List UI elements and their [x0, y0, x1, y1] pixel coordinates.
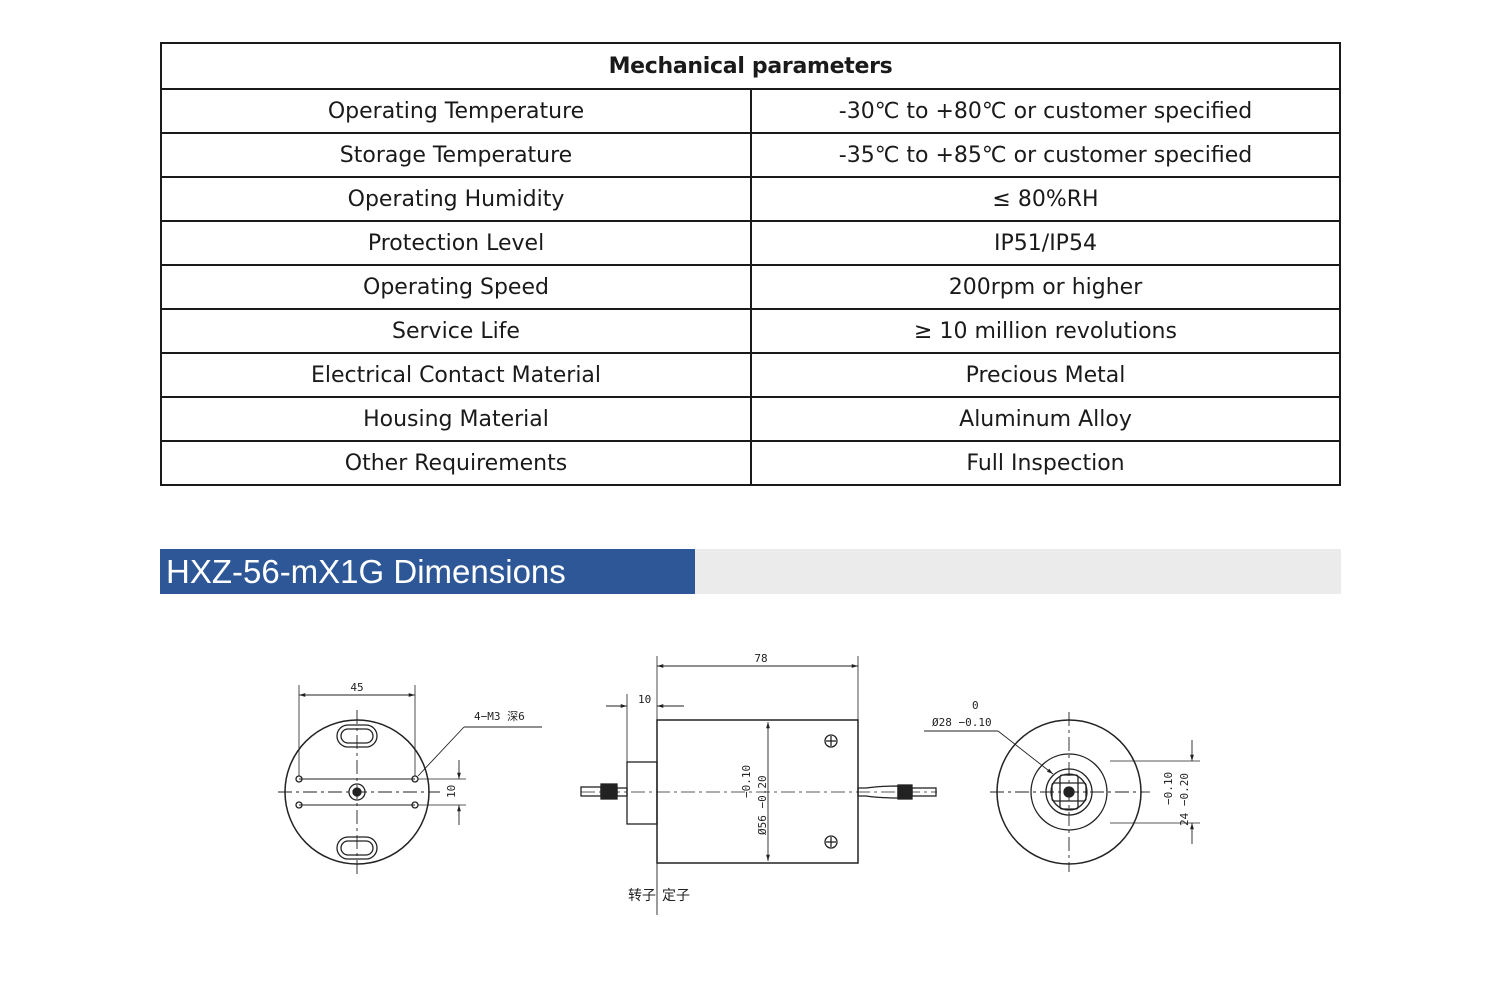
dimension-drawing: 45 4−M3 深6 10 78 10 [278, 652, 1200, 915]
row-value: -35℃ to +85℃ or customer specified [750, 132, 1341, 178]
right-diameter-label: Ø28 −0.10 [932, 716, 992, 729]
table-row: Operating Humidity≤ 80%RH [160, 176, 1341, 222]
row-value: 200rpm or higher [750, 264, 1341, 310]
left-width-label: 45 [350, 681, 363, 694]
row-label: Electrical Contact Material [160, 352, 752, 398]
side-diameter-label: Ø56 −0.20 [756, 775, 769, 835]
row-value: ≥ 10 million revolutions [750, 308, 1341, 354]
row-label: Storage Temperature [160, 132, 752, 178]
left-end-view: 45 4−M3 深6 10 [278, 681, 542, 875]
right-end-view: Ø28 −0.10 0 24 −0.20 −0.10 [924, 699, 1200, 872]
hole-note-label: 4−M3 深6 [474, 710, 525, 723]
left-spacing-label: 10 [445, 785, 458, 798]
table-row: Operating Temperature-30℃ to +80℃ or cus… [160, 88, 1341, 134]
row-label: Protection Level [160, 220, 752, 266]
section-title: HXZ-56-mX1G Dimensions [160, 549, 695, 594]
side-diameter-tolerance: −0.10 [740, 765, 753, 798]
table-row: Storage Temperature-35℃ to +85℃ or custo… [160, 132, 1341, 178]
row-label: Other Requirements [160, 440, 752, 486]
section-header-bar: HXZ-56-mX1G Dimensions [160, 549, 1341, 594]
row-value: Aluminum Alloy [750, 396, 1341, 442]
row-label: Service Life [160, 308, 752, 354]
table-row: Service Life≥ 10 million revolutions [160, 308, 1341, 354]
row-value: Full Inspection [750, 440, 1341, 486]
side-view: 78 10 Ø56 −0.20 −0.10 转子 定子 [580, 652, 937, 915]
row-value: Precious Metal [750, 352, 1341, 398]
row-value: ≤ 80%RH [750, 176, 1341, 222]
row-label: Housing Material [160, 396, 752, 442]
row-value: -30℃ to +80℃ or customer specified [750, 88, 1341, 134]
right-diameter-upper: 0 [972, 699, 979, 712]
row-label: Operating Humidity [160, 176, 752, 222]
side-length-label: 78 [754, 652, 767, 665]
rotor-label: 转子 [628, 888, 656, 904]
right-height-label: 24 −0.20 [1178, 773, 1191, 826]
row-label: Operating Speed [160, 264, 752, 310]
table-title: Mechanical parameters [160, 42, 1341, 90]
row-value: IP51/IP54 [750, 220, 1341, 266]
stator-label: 定子 [662, 888, 690, 904]
row-label: Operating Temperature [160, 88, 752, 134]
side-step-label: 10 [638, 693, 651, 706]
mechanical-parameters-table: Mechanical parameters Operating Temperat… [160, 42, 1341, 486]
right-height-tolerance: −0.10 [1162, 772, 1175, 805]
